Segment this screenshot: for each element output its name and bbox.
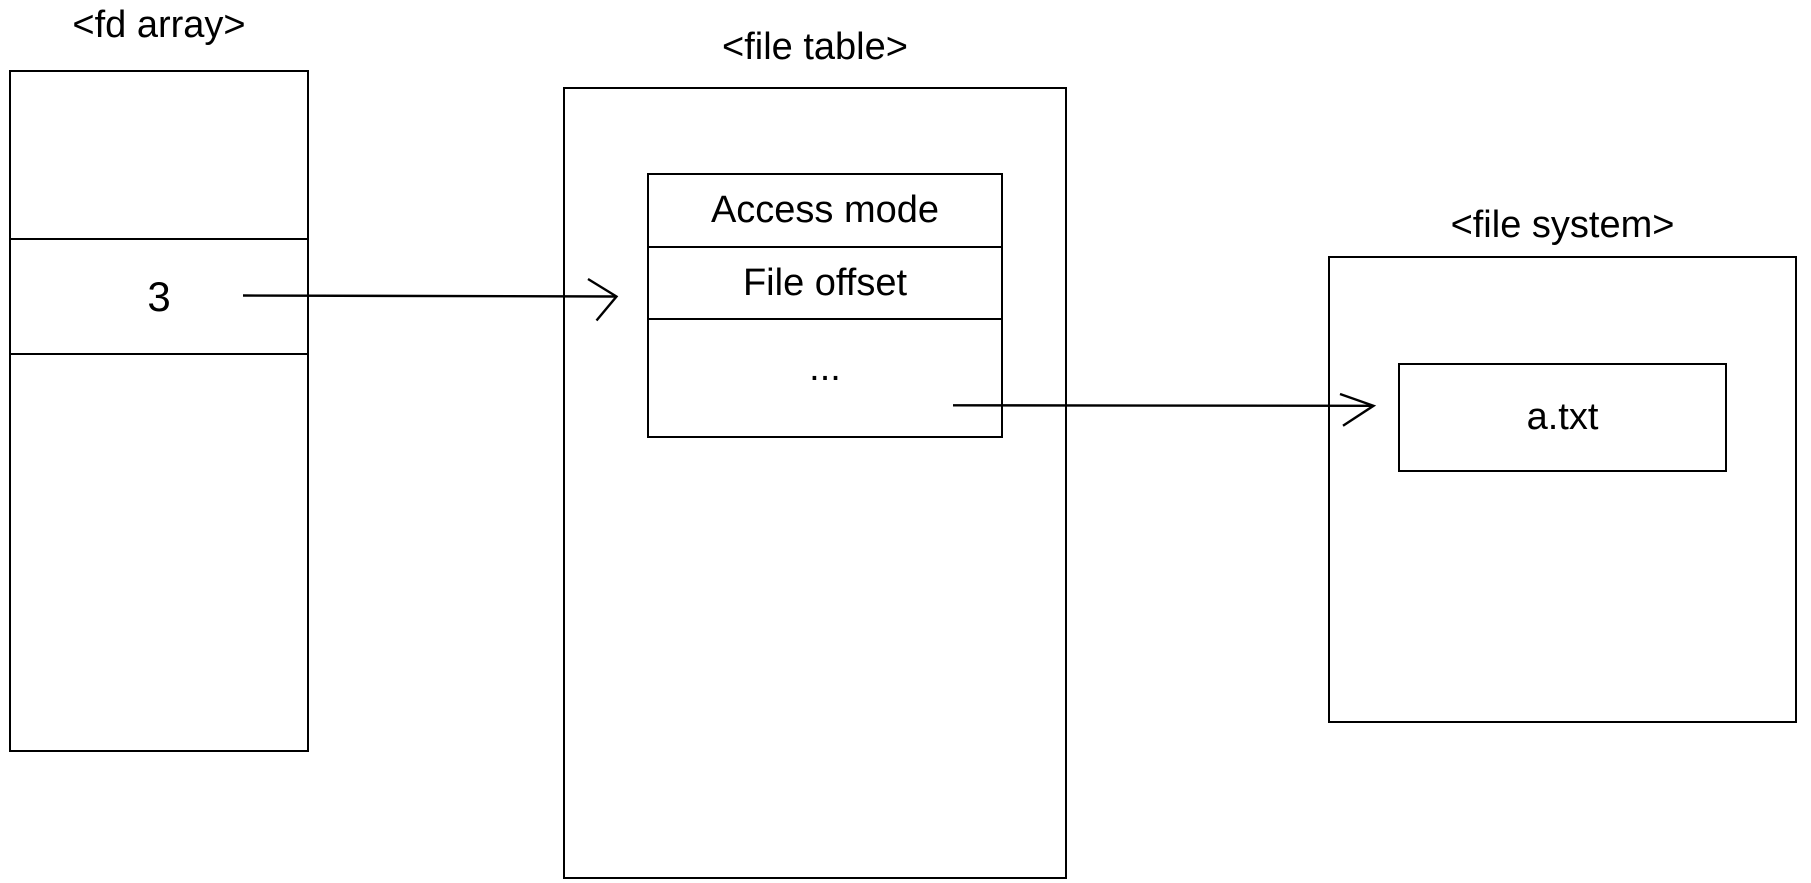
file-system-title: <file system>	[1450, 204, 1675, 246]
file-name-label: a.txt	[1526, 396, 1599, 438]
file-entry-box: a.txt	[1398, 363, 1727, 472]
fd-array-box: 3	[9, 70, 309, 752]
file-table-entry-box: Access mode File offset ...	[647, 173, 1003, 438]
fd-array-slot-0	[11, 72, 307, 238]
fd-array-slot-1: 3	[147, 272, 171, 320]
fd-array-slot-2	[11, 355, 307, 750]
fd-array-divider-2	[11, 353, 307, 355]
entry-divider-2	[649, 318, 1001, 320]
entry-field-ellipsis: ...	[809, 346, 841, 389]
entry-field-access-mode: Access mode	[710, 189, 940, 231]
file-table-title: <file table>	[722, 26, 908, 68]
fd-array-divider-1	[11, 238, 307, 240]
entry-field-file-offset: File offset	[742, 261, 908, 304]
entry-divider-1	[649, 246, 1001, 248]
fd-array-title: <fd array>	[72, 4, 246, 46]
file-system-box	[1328, 256, 1797, 723]
